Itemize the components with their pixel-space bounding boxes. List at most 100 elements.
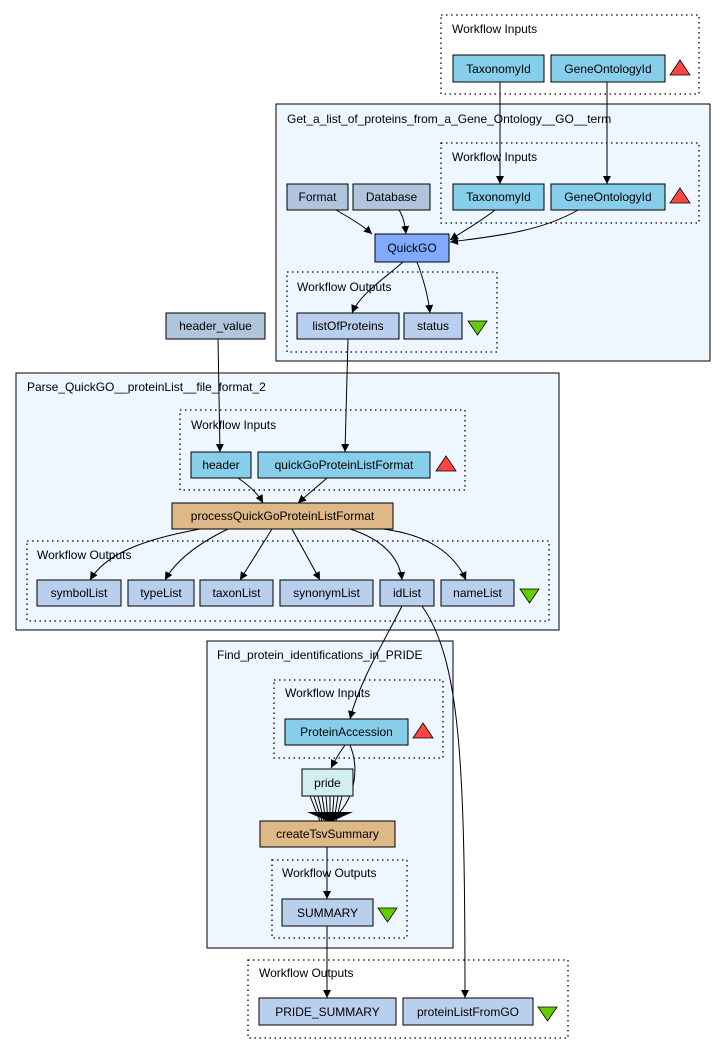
parse-outputs-title: Workflow Outputs bbox=[37, 548, 131, 562]
node-symbollist[interactable]: symbolList bbox=[36, 579, 122, 607]
node-pride-summary[interactable]: PRIDE_SUMMARY bbox=[258, 997, 397, 1026]
red-up-triangle-icon bbox=[412, 722, 434, 739]
header-label: header bbox=[202, 458, 239, 472]
node-proteinlistfromgo[interactable]: proteinListFromGO bbox=[402, 997, 534, 1026]
node-database[interactable]: Database bbox=[352, 183, 431, 211]
node-go-geneontologyid[interactable]: GeneOntologyId bbox=[550, 183, 666, 211]
final-workflow-outputs-cluster: Workflow Outputs bbox=[247, 959, 569, 1039]
go-taxonomyid-label: TaxonomyId bbox=[466, 190, 531, 204]
taxonlist-label: taxonList bbox=[212, 586, 261, 600]
edge-process-namelist bbox=[382, 528, 467, 581]
edge-idlist-proteinlistfromgo bbox=[421, 605, 469, 999]
edge-process-symbollist bbox=[89, 528, 201, 581]
edge-listofproteins-format bbox=[341, 338, 350, 453]
node-summary[interactable]: SUMMARY bbox=[281, 898, 374, 927]
edges bbox=[89, 82, 611, 999]
pride-label: pride bbox=[314, 776, 341, 790]
node-top-taxonomyid[interactable]: TaxonomyId bbox=[452, 54, 545, 83]
pride-title: Find_protein_identifications_in_PRIDE bbox=[217, 648, 422, 662]
node-taxonlist[interactable]: taxonList bbox=[199, 579, 274, 607]
pride-inputs-cluster: Workflow Inputs bbox=[273, 679, 444, 759]
node-processquickgoproteinlistformat[interactable]: processQuickGoProteinListFormat bbox=[171, 502, 394, 530]
node-header-value[interactable]: header_value bbox=[165, 312, 266, 340]
edge-headervalue-header bbox=[215, 338, 224, 453]
node-quickgoproteinlistformat[interactable]: quickGoProteinListFormat bbox=[257, 451, 431, 479]
listofproteins-label: listOfProteins bbox=[312, 319, 383, 333]
header-value-label: header_value bbox=[179, 319, 252, 333]
node-proteinaccession[interactable]: ProteinAccession bbox=[284, 718, 409, 746]
top-geneontologyid-label: GeneOntologyId bbox=[564, 62, 651, 76]
node-status[interactable]: status bbox=[403, 312, 463, 340]
top-taxonomyid-label: TaxonomyId bbox=[466, 62, 531, 76]
idlist-label: idList bbox=[393, 586, 422, 600]
pride-inputs-title: Workflow Inputs bbox=[285, 686, 370, 700]
edge-accession-pride bbox=[330, 744, 346, 769]
green-down-triangle-icon bbox=[519, 588, 540, 604]
node-namelist[interactable]: nameList bbox=[440, 579, 515, 607]
top-workflow-inputs-cluster: Workflow Inputs bbox=[440, 14, 700, 95]
parse-outputs-cluster: Workflow Outputs bbox=[26, 540, 550, 622]
go-geneontologyid-label: GeneOntologyId bbox=[564, 190, 651, 204]
edge-process-idlist bbox=[349, 528, 406, 581]
node-idlist[interactable]: idList bbox=[379, 579, 435, 607]
edge-quickgo-listofproteins bbox=[351, 261, 404, 314]
edge-bundle-arrowheads bbox=[307, 812, 353, 822]
edge-database-quickgo bbox=[398, 209, 410, 235]
parse-inputs-title: Workflow Inputs bbox=[191, 418, 276, 432]
node-createtsvsummary[interactable]: createTsvSummary bbox=[259, 820, 396, 848]
parse-title: Parse_QuickGO__proteinList__file_format_… bbox=[27, 380, 266, 394]
proteinlistfromgo-label: proteinListFromGO bbox=[417, 1005, 519, 1019]
pride-outputs-title: Workflow Outputs bbox=[282, 866, 376, 880]
edge-process-taxonlist bbox=[239, 528, 273, 581]
get-go-inputs-cluster: Workflow Inputs bbox=[440, 142, 700, 224]
createtsvsummary-label: createTsvSummary bbox=[276, 827, 379, 841]
typelist-label: typeList bbox=[140, 586, 182, 600]
node-listofproteins[interactable]: listOfProteins bbox=[296, 312, 400, 340]
quickgo-label: QuickGO bbox=[387, 241, 436, 255]
node-pride[interactable]: pride bbox=[301, 768, 354, 797]
edge-process-typelist bbox=[164, 528, 229, 581]
node-synonymlist[interactable]: synonymList bbox=[279, 579, 374, 607]
processquickgo-label: processQuickGoProteinListFormat bbox=[191, 509, 375, 523]
red-up-triangle-icon bbox=[669, 59, 691, 76]
edge-format-quickgo bbox=[335, 209, 373, 235]
symbollist-label: symbolList bbox=[51, 586, 108, 600]
node-header[interactable]: header bbox=[190, 451, 252, 479]
get-go-cluster: Get_a_list_of_proteins_from_a_Gene_Ontol… bbox=[275, 103, 711, 362]
node-typelist[interactable]: typeList bbox=[127, 579, 195, 607]
proteinaccession-label: ProteinAccession bbox=[300, 725, 393, 739]
summary-label: SUMMARY bbox=[297, 906, 358, 920]
edge-idlist-proteinaccession bbox=[348, 605, 403, 720]
final-outputs-title: Workflow Outputs bbox=[259, 966, 353, 980]
parse-inputs-cluster: Workflow Inputs bbox=[179, 409, 466, 491]
get-go-outputs-title: Workflow Outputs bbox=[297, 280, 391, 294]
database-label: Database bbox=[366, 190, 418, 204]
format-label: Format bbox=[298, 190, 337, 204]
green-down-triangle-icon bbox=[467, 320, 488, 336]
pride-outputs-cluster: Workflow Outputs bbox=[271, 859, 408, 939]
node-top-geneontologyid[interactable]: GeneOntologyId bbox=[550, 54, 666, 83]
edge-pride-createtsv-bundle bbox=[309, 795, 343, 822]
green-down-triangle-icon bbox=[537, 1006, 558, 1022]
node-go-taxonomyid[interactable]: TaxonomyId bbox=[452, 183, 545, 211]
edge-format-process bbox=[297, 477, 328, 504]
get-go-outputs-cluster: Workflow Outputs bbox=[286, 271, 498, 353]
red-up-triangle-icon bbox=[435, 455, 457, 472]
red-up-triangle-icon bbox=[669, 187, 691, 204]
edge-process-synonymlist bbox=[291, 528, 321, 581]
namelist-label: nameList bbox=[453, 586, 502, 600]
edge-quickgo-status bbox=[416, 261, 434, 314]
synonymlist-label: synonymList bbox=[293, 586, 360, 600]
edge-go-quickgo bbox=[449, 209, 579, 245]
top-inputs-title: Workflow Inputs bbox=[452, 22, 537, 36]
get-go-inputs-title: Workflow Inputs bbox=[452, 150, 537, 164]
quickgoproteinlistformat-label: quickGoProteinListFormat bbox=[275, 458, 414, 472]
status-label: status bbox=[417, 319, 449, 333]
green-down-triangle-icon bbox=[377, 907, 398, 923]
node-format[interactable]: Format bbox=[286, 183, 349, 211]
get-go-title: Get_a_list_of_proteins_from_a_Gene_Ontol… bbox=[287, 112, 611, 126]
node-quickgo[interactable]: QuickGO bbox=[374, 233, 450, 263]
pride-summary-label: PRIDE_SUMMARY bbox=[275, 1005, 379, 1019]
edge-header-process bbox=[237, 477, 264, 504]
